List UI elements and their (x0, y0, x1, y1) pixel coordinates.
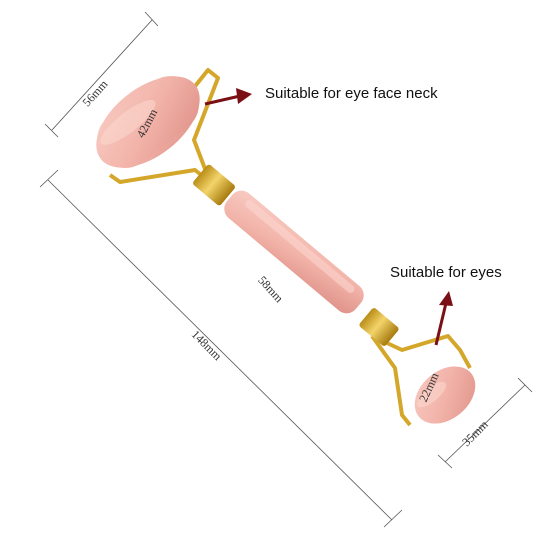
small-roller-length-line (444, 384, 526, 463)
small-roller (414, 366, 476, 424)
callout-arrows (204, 88, 453, 346)
large-roller (96, 75, 200, 169)
large-roller-length-line (51, 19, 153, 131)
large-roller-callout: Suitable for eye face neck (265, 85, 438, 102)
total-length-line (47, 179, 393, 521)
handle (224, 190, 364, 314)
small-roller-callout: Suitable for eyes (390, 264, 502, 281)
handle-caps (193, 164, 399, 346)
